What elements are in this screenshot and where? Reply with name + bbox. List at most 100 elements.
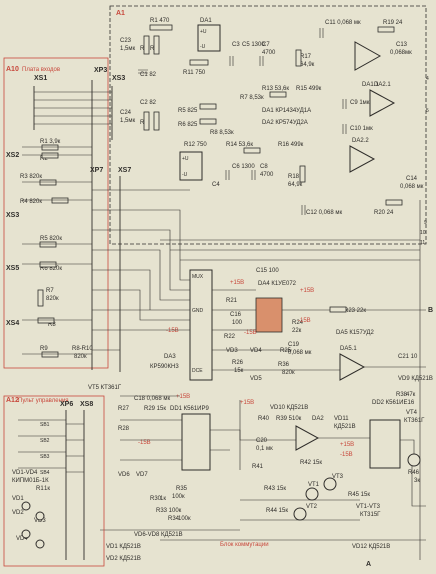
xs8-label: XS8 xyxy=(80,401,93,408)
xs3-label: XS3 xyxy=(112,75,125,82)
vt5-label: VT5 КТ361Г xyxy=(88,385,122,391)
svg-text:MUX: MUX xyxy=(192,274,204,280)
xp3-label: XP3 xyxy=(94,67,107,74)
svg-text:DA5.1: DA5.1 xyxy=(340,346,357,352)
svg-text:5: 5 xyxy=(426,108,429,114)
vd11-label: VD11 xyxy=(334,416,349,422)
xs1-label: XS1 xyxy=(34,75,47,82)
r23-label: R23 22к xyxy=(344,308,366,314)
dd1-chip: DD1 К561ИР9 xyxy=(170,406,211,471)
vd1vd4-label: VD1-VD4 xyxy=(12,470,38,476)
sb4-label: SB4 xyxy=(40,470,50,476)
c1-label: C1 82 xyxy=(140,72,157,78)
signal-b: B xyxy=(428,307,433,314)
block-a12-title: Пульт управления xyxy=(18,398,68,404)
r8b-label: R8 8,53к xyxy=(210,130,234,136)
vd12-label: VD12 КД521В xyxy=(352,544,390,550)
r21-label: R21 xyxy=(226,298,238,304)
r25-label: R25 xyxy=(280,348,292,354)
c7-label: C7 xyxy=(262,42,270,48)
r5-a10-label: R5 820к xyxy=(40,236,62,242)
da5-1-opamp: DA5.1 xyxy=(339,346,366,381)
c11-label: C11 0,068 мк xyxy=(325,20,361,26)
r8r10-label: R8-R10 xyxy=(72,346,93,352)
sb2-label: SB2 xyxy=(40,438,50,444)
svg-text:11: 11 xyxy=(420,240,425,246)
r36-label: R36 xyxy=(278,362,290,368)
svg-text:15к: 15к xyxy=(234,368,244,374)
da4-label: DA4 К1УЕ072 xyxy=(258,281,297,287)
svg-text:+U: +U xyxy=(200,29,207,35)
r16-label: R16 499к xyxy=(278,142,304,148)
r30-label: R30 xyxy=(150,496,162,502)
c19-label: C19 xyxy=(288,342,300,348)
da2-2-opamp: DA2.2 xyxy=(349,138,376,173)
c13-label: C13 xyxy=(396,42,408,48)
c8-label: C8 xyxy=(260,164,268,170)
vd3-label: VD3 xyxy=(226,348,238,354)
vd2-label: VD2 КД521В xyxy=(106,556,141,562)
r7-a10-label: R7 xyxy=(46,288,54,294)
r26-label: R26 xyxy=(232,360,244,366)
svg-text:1,5мк: 1,5мк xyxy=(120,118,135,124)
da4-chip: DA4 К1УЕ072 xyxy=(255,281,297,333)
r2a-label: R2 xyxy=(40,156,48,162)
c2-label: C2 82 xyxy=(140,100,157,106)
svg-text:100к: 100к xyxy=(172,494,185,500)
vd4-label: VD4 xyxy=(250,348,262,354)
xs4-label: XS4 xyxy=(6,320,19,327)
svg-text:0,068мк: 0,068мк xyxy=(390,50,412,56)
svg-text:DA1.1: DA1.1 xyxy=(362,82,379,88)
c14-label: C14 xyxy=(406,176,418,182)
svg-text:4: 4 xyxy=(426,76,429,82)
dd2-label: DD2 К561ИЕ16 xyxy=(372,400,415,406)
block-a12: A12 Пульт управления xyxy=(3,395,105,567)
xp7-label: XP7 xyxy=(90,167,103,174)
svg-text:КД521В: КД521В xyxy=(334,424,356,430)
da3-label: DA3 xyxy=(164,354,176,360)
r46-label: R46 xyxy=(408,470,420,476)
minus15-b: -15В xyxy=(244,330,257,336)
svg-text:100к: 100к xyxy=(178,516,191,522)
c16-label: C16 xyxy=(230,312,242,318)
r5b-label: R5 825 xyxy=(178,108,198,114)
c10-label: C10 1мк xyxy=(350,126,373,132)
c24-label: C24 xyxy=(120,110,132,116)
r45-label: R45 15к xyxy=(348,492,370,498)
svg-text:-U: -U xyxy=(182,172,188,178)
da1-chip: DA1 +U -U xyxy=(197,18,221,52)
svg-text:0,068 мк: 0,068 мк xyxy=(288,350,312,356)
plus15-a: +15В xyxy=(230,280,244,286)
da2-title: DA2 КР574УД2А xyxy=(262,120,308,126)
vd9-label: VD9 КД521В xyxy=(398,376,433,382)
vd6vd8-label: VD6-VD8 КД521В xyxy=(134,532,183,538)
c12-label: C12 0,068 мк xyxy=(306,210,342,216)
xs3b-label: XS3 xyxy=(6,212,19,219)
vd1vd4-type: КИПМ01Б-1К xyxy=(12,478,49,484)
c5-label: C5 1300 xyxy=(242,42,265,48)
plus15-b: +15В xyxy=(300,288,314,294)
r1-label: R1 470 xyxy=(150,18,170,24)
r3b-label: R3 820к xyxy=(20,174,42,180)
r40-label: R40 xyxy=(258,416,270,422)
r15-label: R15 499к xyxy=(296,86,322,92)
vt4-label: VT4 xyxy=(406,410,418,416)
da1-1-opamp: DA1.1 xyxy=(354,41,382,88)
r43-label: R43 15к xyxy=(264,486,286,492)
svg-text:9: 9 xyxy=(424,220,427,226)
da5-label: DA5 К157УД2 xyxy=(336,330,374,336)
minus15-a: -15В xyxy=(166,328,179,334)
da2-1-opamp: DA2.1 xyxy=(369,82,396,117)
xp6-label: XP6 xyxy=(60,401,73,408)
r24-label: R24 xyxy=(292,320,304,326)
sb1-label: SB1 xyxy=(40,422,50,428)
r7b-label: R7 8,53к xyxy=(240,95,264,101)
vd1-label: VD1 КД521В xyxy=(106,544,141,550)
vt2-label: VT2 xyxy=(306,504,318,510)
svg-text:3к: 3к xyxy=(414,478,420,484)
c18-label: C18 0,068 мк xyxy=(134,396,170,402)
svg-text:4700: 4700 xyxy=(262,50,276,56)
r13-label: R13 53,6к xyxy=(262,86,289,92)
svg-text:DA1: DA1 xyxy=(200,18,212,24)
